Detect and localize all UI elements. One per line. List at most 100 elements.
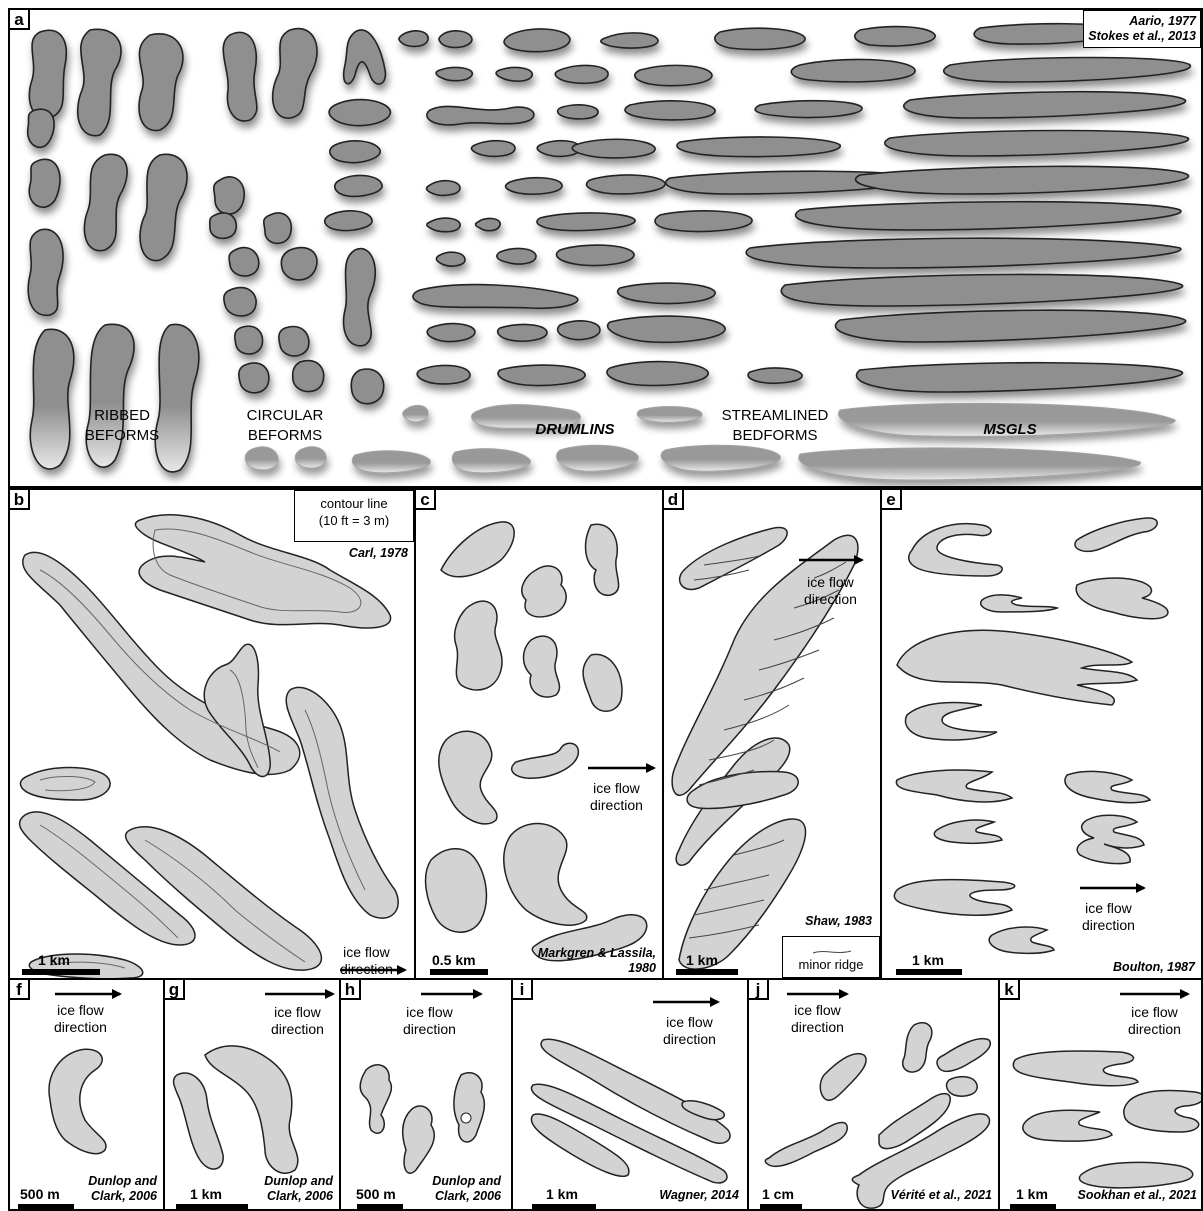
bedform bbox=[586, 524, 619, 595]
circular-bedform bbox=[344, 249, 376, 346]
panel-j: j ice flow direction Vérité et al., 2021 bbox=[747, 978, 1000, 1211]
panel-g: g ice flow direction Dunlop and Clark, 2… bbox=[163, 978, 341, 1211]
panel-f-flow-label: ice flow direction bbox=[54, 1002, 107, 1036]
panel-b-label: b bbox=[8, 488, 30, 510]
minor-ridge-legend: minor ridge bbox=[782, 936, 880, 978]
bedform bbox=[934, 820, 1002, 843]
panel-e-scale-bar bbox=[896, 969, 962, 975]
ribbed-bedform bbox=[29, 159, 60, 207]
ribbed-bedform bbox=[84, 154, 127, 250]
msgl bbox=[677, 137, 840, 157]
bedform bbox=[894, 880, 1014, 916]
drumlin bbox=[439, 31, 472, 48]
circular-bedform bbox=[264, 213, 292, 243]
panel-h-scale-bar bbox=[357, 1204, 403, 1210]
bedform bbox=[403, 1106, 435, 1173]
panel-h-citation: Dunlop and Clark, 2006 bbox=[432, 1174, 501, 1204]
ribbed-bedform bbox=[29, 30, 66, 118]
panel-h-scale-label: 500 m bbox=[356, 1186, 396, 1202]
circular-bedform bbox=[293, 361, 324, 392]
bedform bbox=[504, 824, 587, 926]
bedform bbox=[1076, 578, 1168, 619]
msgl bbox=[755, 101, 862, 118]
panel-h-label: h bbox=[339, 978, 361, 1000]
panel-f-label: f bbox=[8, 978, 30, 1000]
drumlin bbox=[555, 65, 608, 83]
circular-bedform bbox=[273, 29, 317, 119]
drumlin bbox=[855, 27, 935, 46]
panel-d-label: d bbox=[662, 488, 684, 510]
msgl bbox=[781, 274, 1182, 306]
drumlin-contour bbox=[20, 768, 110, 801]
drumlin bbox=[586, 175, 665, 194]
bedform bbox=[174, 1073, 224, 1169]
circular-bedform bbox=[329, 100, 390, 126]
bedform bbox=[1077, 815, 1144, 863]
panel-b-shapes bbox=[10, 490, 416, 980]
panel-e-shapes bbox=[882, 490, 1203, 980]
panel-b-scale-bar bbox=[22, 969, 100, 975]
drumlin bbox=[399, 31, 428, 47]
panel-f-scale-bar bbox=[18, 1204, 74, 1210]
drumlins-label: DRUMLINS bbox=[525, 420, 625, 440]
panel-c-scale-label: 0.5 km bbox=[432, 952, 476, 968]
circular-bedform bbox=[279, 326, 309, 355]
panel-d: d ice flow direction Shaw, 1983 minor ri… bbox=[662, 488, 882, 980]
drumlin bbox=[496, 68, 532, 82]
drumlin bbox=[655, 211, 752, 232]
bedform bbox=[455, 601, 502, 690]
drumlin bbox=[635, 65, 712, 85]
bedform bbox=[989, 927, 1054, 953]
bedform bbox=[1023, 1110, 1112, 1141]
drumlin bbox=[436, 68, 472, 81]
drumlin bbox=[607, 362, 708, 386]
ribbed-bedform bbox=[140, 154, 187, 260]
bedform bbox=[765, 1123, 847, 1167]
panel-k-scale-bar bbox=[1010, 1204, 1056, 1210]
bedform bbox=[947, 1077, 978, 1096]
bedform bbox=[937, 1039, 990, 1072]
drumlin bbox=[558, 105, 599, 119]
msgl bbox=[746, 238, 1181, 268]
bedform bbox=[524, 636, 560, 697]
msgl bbox=[791, 59, 915, 81]
panel-j-citation: Vérité et al., 2021 bbox=[891, 1188, 992, 1203]
drumlin bbox=[417, 365, 470, 384]
drumlin bbox=[601, 33, 658, 48]
bedform bbox=[522, 566, 566, 617]
circular-bedform bbox=[214, 177, 244, 214]
bedform bbox=[1124, 1090, 1203, 1132]
panel-f: f ice flow direction Dunlop and Clark, 2… bbox=[8, 978, 165, 1211]
drumlin bbox=[608, 316, 725, 342]
circular-bedform bbox=[281, 248, 317, 280]
drumlin bbox=[498, 365, 585, 385]
drumlin bbox=[625, 101, 715, 120]
panel-i-scale-label: 1 km bbox=[546, 1186, 578, 1202]
contour-legend: contour line (10 ft = 3 m) bbox=[294, 490, 414, 542]
circular-bedform bbox=[344, 30, 386, 84]
ribbed-bedform bbox=[28, 229, 63, 315]
circular-bedform bbox=[235, 326, 263, 354]
circular-bedform bbox=[330, 141, 380, 163]
panel-e-scale-label: 1 km bbox=[912, 952, 944, 968]
panel-g-flow-label: ice flow direction bbox=[271, 1004, 324, 1038]
drumlin bbox=[471, 141, 515, 157]
panel-c: c ice flow direction Markgren & Lassila,… bbox=[414, 488, 664, 980]
panel-g-scale-label: 1 km bbox=[190, 1186, 222, 1202]
drumlin bbox=[556, 445, 638, 471]
panel-k-citation: Sookhan et al., 2021 bbox=[1078, 1188, 1198, 1203]
panel-a: a Aario, 1977 Stokes et al., 2013 RIBBED… bbox=[8, 8, 1203, 488]
drumlin bbox=[661, 445, 780, 471]
bedform bbox=[820, 1054, 866, 1101]
ribbed-bedform bbox=[78, 29, 121, 135]
drumlin bbox=[476, 218, 501, 230]
drumlin bbox=[427, 181, 460, 196]
panel-j-shapes bbox=[749, 980, 1000, 1211]
circular-bedform bbox=[223, 32, 257, 121]
panel-g-scale-bar bbox=[176, 1204, 248, 1210]
minor-ridge-text: minor ridge bbox=[783, 957, 879, 972]
drumlin bbox=[497, 249, 536, 264]
ribbed-bedform bbox=[139, 34, 183, 131]
panel-k-flow-label: ice flow direction bbox=[1128, 1004, 1181, 1038]
circular-bedform bbox=[325, 211, 372, 231]
